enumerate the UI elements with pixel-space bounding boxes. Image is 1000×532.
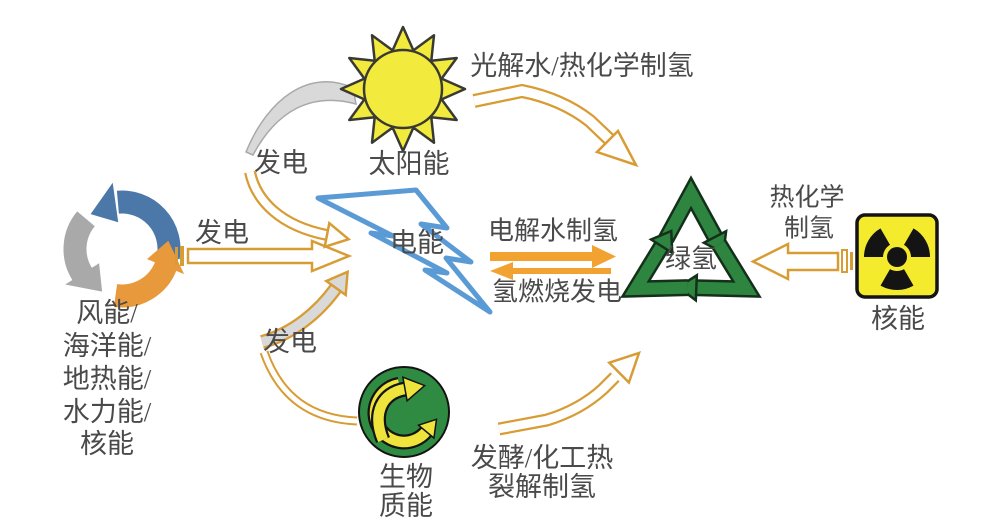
solar-to-hydrogen-label: 光解水/热化学制氢: [470, 51, 694, 81]
renewables-label-line2: 海洋能/: [63, 331, 152, 361]
biomass-generation-band: [259, 350, 358, 426]
renewables-label-line1: 风能/: [76, 298, 138, 328]
arrow-tail-bar: [841, 249, 848, 273]
arrow-tail-bar: [180, 246, 184, 266]
nuclear-to-hydrogen-arrow: [750, 241, 853, 282]
thermochemical-label-line2: 制氢: [784, 215, 834, 243]
lightning-icon: [315, 187, 493, 315]
trefoil-blade: [903, 228, 931, 258]
nuclear-label: 核能: [871, 304, 925, 334]
green-dot-icon: [358, 366, 450, 458]
trefoil-blade: [863, 228, 891, 258]
biomass-label-line1: 生物: [379, 462, 433, 492]
hollow-arrow-body: [186, 239, 353, 273]
renewables-generation-arrow: [175, 239, 353, 273]
arrow-tail-bar: [850, 252, 853, 270]
hollow-arrow-body: [750, 241, 840, 282]
recycle-arrow-core: [624, 243, 689, 296]
recycle-arrow-core: [696, 241, 758, 296]
curved-arrow-core: [246, 171, 328, 239]
electrolysis-arrow: [490, 245, 616, 268]
cycle-orange-arrowhead: [147, 240, 185, 275]
angular-arrow-core: [498, 373, 619, 434]
cycle-orange-arc: [113, 260, 177, 308]
solar-generation-arrow: [244, 170, 352, 249]
sun-core: [362, 48, 444, 130]
biomass-to-hydrogen-label-line1: 发酵/化工热: [471, 443, 614, 473]
h2-combustion-label: 氢燃烧发电: [492, 278, 622, 307]
green-dot-swoosh-arrowhead: [401, 376, 427, 403]
angular-arrowhead: [594, 128, 639, 168]
renewables-label-line5: 核能: [80, 429, 134, 459]
cycle-blue-arrowhead: [90, 182, 119, 223]
curved-arrowhead: [323, 269, 350, 298]
trefoil-center-dot: [887, 247, 907, 267]
recycle-arrow-core: [660, 180, 721, 242]
biomass-to-hydrogen-label-line2: 裂解制氢: [488, 472, 596, 502]
green-dot-arc-arrowhead: [416, 418, 438, 440]
curved-arrowhead: [323, 220, 352, 249]
sun-icon: [339, 25, 467, 153]
trefoil-blade: [880, 269, 914, 291]
angular-arrow-core: [473, 86, 615, 145]
recycle-arrowhead: [648, 229, 674, 256]
solar-to-hydrogen-arrow: [472, 83, 639, 168]
generation-label-top: 发电: [254, 148, 308, 178]
arrow-tail-bar: [175, 247, 178, 265]
renewables-label-line4: 水力能/: [63, 397, 152, 427]
cycle-gray-arrowhead: [65, 263, 103, 292]
solar-generation-band: [245, 81, 357, 156]
cycle-arrows-icon: [63, 182, 185, 308]
solar-label: 太阳能: [369, 149, 450, 179]
angular-arrow-casing: [497, 372, 620, 436]
recycle-arrow-left: [620, 229, 689, 298]
generation-label-left: 发电: [195, 218, 249, 248]
h2-combustion-arrow: [490, 262, 611, 280]
radiation-icon: [855, 213, 939, 299]
biomass-generation-arrow: [259, 269, 350, 349]
thin-band-core: [261, 351, 358, 424]
thermochemical-label-line1: 热化学: [769, 184, 844, 212]
curved-arrow-core: [260, 285, 340, 347]
radiation-trefoil: [863, 228, 931, 291]
electrolysis-label: 电解水制氢: [488, 217, 618, 246]
angular-arrowhead: [606, 351, 641, 385]
biomass-label-line2: 质能: [379, 491, 433, 521]
electricity-label: 电能: [390, 228, 444, 258]
generation-label-bottom: 发电: [263, 327, 317, 357]
renewables-label-line3: 地热能/: [63, 364, 152, 394]
recycle-triangle-icon: [620, 175, 762, 303]
green-dot-swoosh: [373, 383, 407, 442]
green-hydrogen-label: 绿氢: [665, 245, 717, 274]
biomass-to-hydrogen-arrow: [497, 351, 641, 436]
cycle-gray-arc: [63, 211, 96, 283]
